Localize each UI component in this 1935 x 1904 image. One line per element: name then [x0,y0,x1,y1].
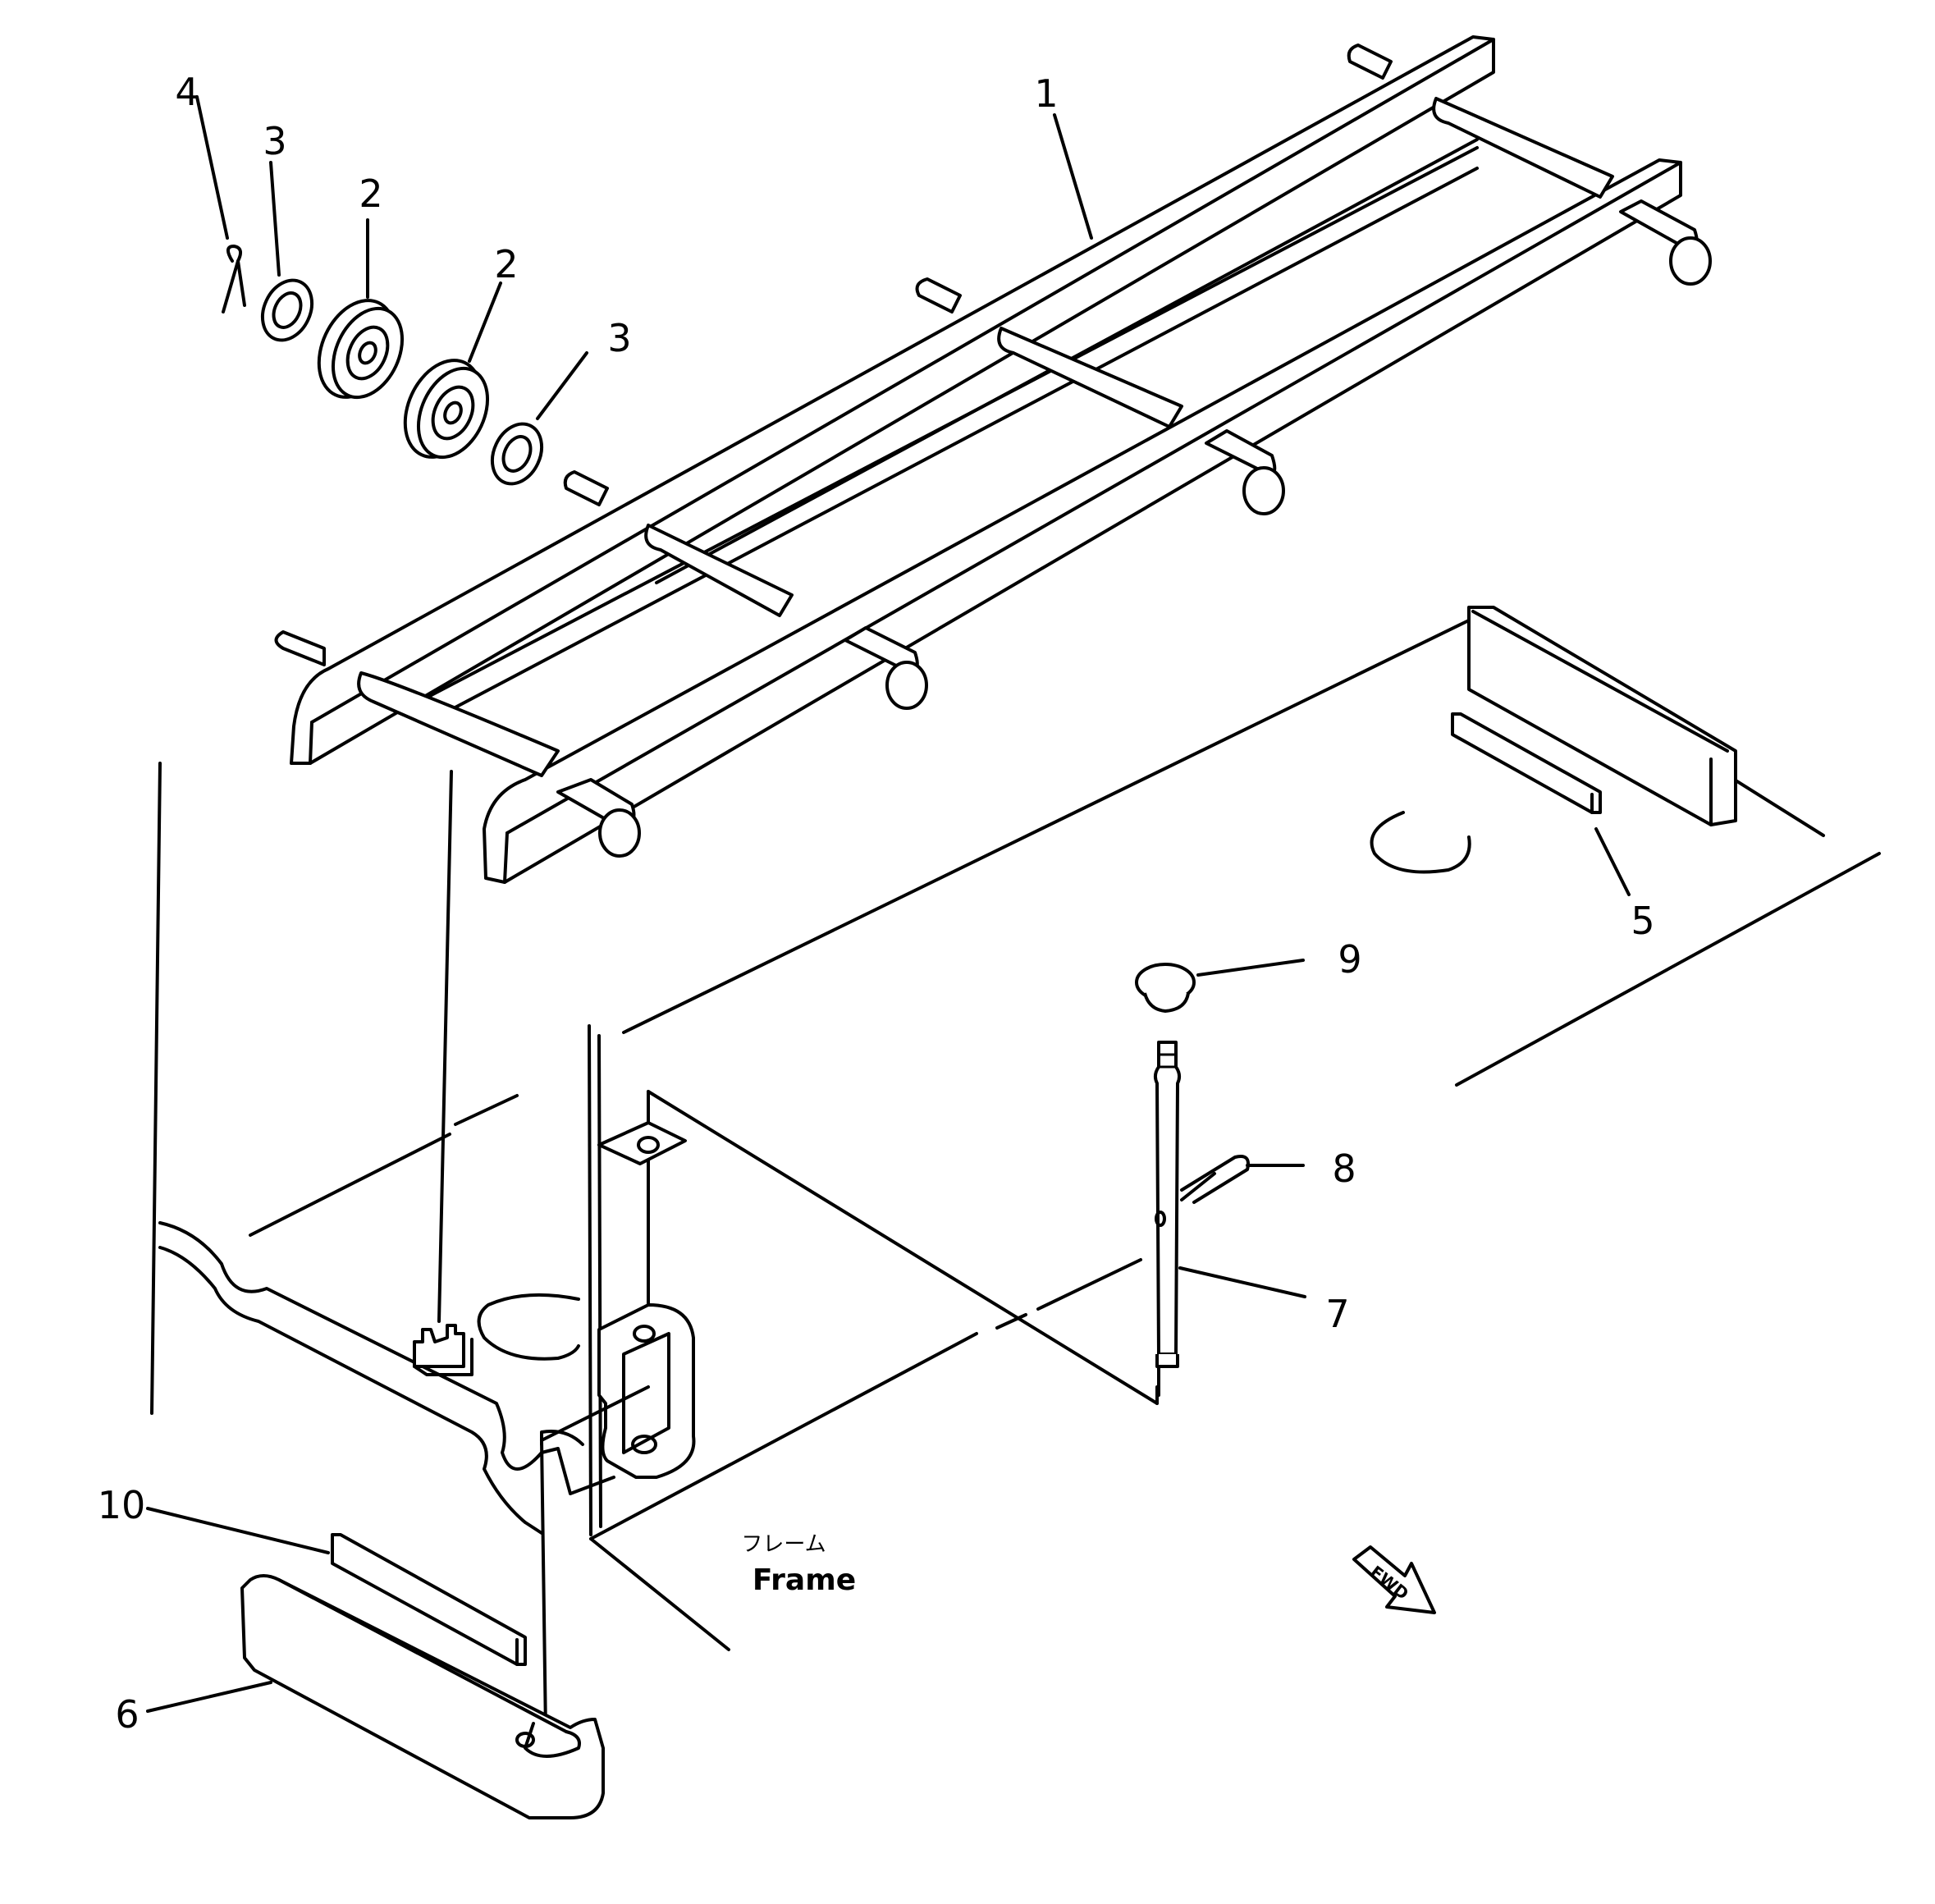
frame-caption-japanese: フレーム [741,1532,826,1557]
callout-labels: 4 3 2 2 3 1 5 9 8 7 10 6 [98,70,1655,1737]
cotter-pin-part-4 [222,245,246,314]
pad-part-10 [331,1533,527,1666]
bearing-part-2 [317,299,405,400]
assembly-guide-lines [437,770,1160,1733]
stopper-block [1467,606,1737,826]
washer-part-3 [260,278,314,342]
roller [563,470,928,710]
callout-2: 2 [494,242,518,286]
washer-part-3 [490,422,544,486]
callout-7: 7 [1325,1292,1349,1336]
center-bracket [597,1121,696,1479]
roller [274,630,641,858]
roller-frame-part-1 [274,35,1712,884]
bearing-part-2 [403,359,490,460]
frame-outline [150,616,1881,1651]
callout-8: 8 [1332,1147,1356,1191]
roller [915,277,1285,515]
cap-part-9 [1135,963,1196,1013]
pin-part-8 [1180,1155,1250,1204]
frame-caption: フレーム Frame [741,1532,856,1597]
cover-part-6 [240,1574,605,1819]
forward-arrow-icon: FWD [1352,1545,1436,1614]
callout-4: 4 [175,70,199,114]
callout-5: 5 [1631,899,1654,943]
callout-9: 9 [1338,937,1361,982]
callout-2: 2 [359,172,382,216]
pad-part-5 [1451,712,1602,814]
callout-10: 10 [98,1483,146,1527]
callout-3: 3 [263,119,286,163]
leader-lines [146,95,1631,1713]
callout-1: 1 [1034,71,1058,116]
shaft-part-7 [1153,1041,1182,1368]
roller [1347,43,1712,286]
frame-hole-right [1370,811,1471,874]
callout-6: 6 [115,1692,139,1737]
callout-3: 3 [607,316,631,360]
frame-caption-english: Frame [752,1563,856,1597]
